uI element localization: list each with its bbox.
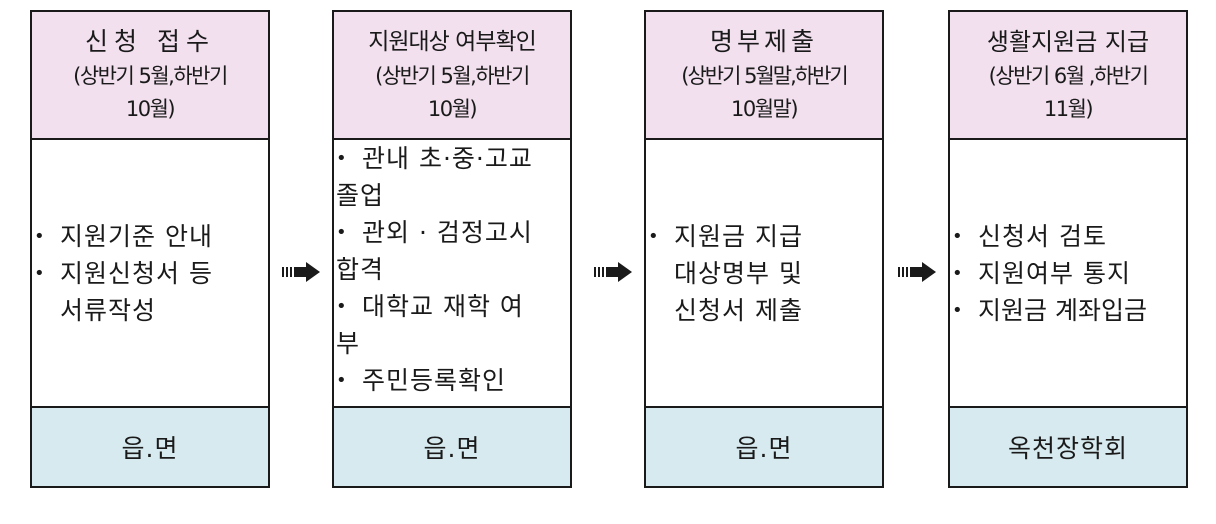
step-2-item: • 주민등록확인 <box>336 362 570 399</box>
step-3-box: 명부제출 (상반기 5월말,하반기 10월말) • 지원금 지급 대상명부 및 … <box>644 10 884 488</box>
bullet-icon: • <box>952 299 963 321</box>
step-2-period: (상반기 5월,하반기 <box>375 64 530 88</box>
step-4-footer: 옥천장학회 <box>950 406 1186 486</box>
step-2-title: 지원대상 여부확인 <box>368 29 537 55</box>
bullet-icon: • <box>648 225 660 247</box>
step-4-box: 생활지원금 지급 (상반기 6월 ,하반기 11월) • 신청서 검토 • 지원… <box>948 10 1188 488</box>
step-2-header: 지원대상 여부확인 (상반기 5월,하반기 10월) <box>334 12 570 140</box>
step-4-item: • 신청서 검토 <box>952 218 1186 255</box>
striped-right-arrow-icon <box>898 262 936 282</box>
step-1-item: • 지원신청서 등 서류작성 <box>34 255 268 329</box>
step-4-item: • 지원여부 통지 <box>952 255 1186 292</box>
bullet-icon: • <box>34 225 46 247</box>
step-3-period: (상반기 5월말,하반기 <box>681 64 848 88</box>
step-4-item: • 지원금 계좌입금 <box>952 292 1186 329</box>
step-3-header: 명부제출 (상반기 5월말,하반기 10월말) <box>646 12 882 140</box>
step-1-period: (상반기 5월,하반기 <box>73 64 228 88</box>
step-3-title: 명부제출 <box>709 27 818 56</box>
bullet-icon: • <box>336 222 348 243</box>
bullet-icon: • <box>952 225 964 247</box>
bullet-icon: • <box>336 296 348 317</box>
step-3-body: • 지원금 지급 대상명부 및 신청서 제출 <box>646 140 882 406</box>
step-2-box: 지원대상 여부확인 (상반기 5월,하반기 10월) • 관내 초·중·고교 졸… <box>332 10 572 488</box>
step-4-header: 생활지원금 지급 (상반기 6월 ,하반기 11월) <box>950 12 1186 140</box>
step-4-period: (상반기 6월 ,하반기 <box>988 64 1149 88</box>
step-4-period-end: 11월) <box>1043 97 1094 121</box>
step-1-title: 신청 접수 <box>85 27 215 56</box>
step-1-item: • 지원기준 안내 <box>34 218 268 255</box>
step-3-period-end: 10월말) <box>730 97 799 121</box>
step-3-item: • 지원금 지급 대상명부 및 신청서 제출 <box>648 218 882 329</box>
step-3-footer: 읍.면 <box>646 406 882 486</box>
bullet-icon: • <box>952 262 964 284</box>
step-2-item: • 관내 초·중·고교 졸업 <box>336 140 570 214</box>
step-1-header: 신청 접수 (상반기 5월,하반기 10월) <box>32 12 268 140</box>
striped-right-arrow-icon <box>282 262 320 282</box>
step-1-body: • 지원기준 안내 • 지원신청서 등 서류작성 <box>32 140 268 406</box>
step-1-period-end: 10월) <box>125 97 176 121</box>
step-2-body: • 관내 초·중·고교 졸업 • 관외 · 검정고시 합격 • 대학교 재학 여… <box>334 140 570 406</box>
step-2-footer: 읍.면 <box>334 406 570 486</box>
step-4-body: • 신청서 검토 • 지원여부 통지 • 지원금 계좌입금 <box>950 140 1186 406</box>
step-2-item: • 대학교 재학 여 부 <box>336 288 570 362</box>
bullet-icon: • <box>34 262 46 284</box>
striped-right-arrow-icon <box>594 262 632 282</box>
bullet-icon: • <box>336 370 348 391</box>
step-2-period-end: 10월) <box>427 97 478 121</box>
step-2-item: • 관외 · 검정고시 합격 <box>336 214 570 288</box>
step-1-box: 신청 접수 (상반기 5월,하반기 10월) • 지원기준 안내 • 지원신청서… <box>30 10 270 488</box>
step-1-footer: 읍.면 <box>32 406 268 486</box>
step-4-title: 생활지원금 지급 <box>986 28 1150 56</box>
bullet-icon: • <box>336 148 348 169</box>
